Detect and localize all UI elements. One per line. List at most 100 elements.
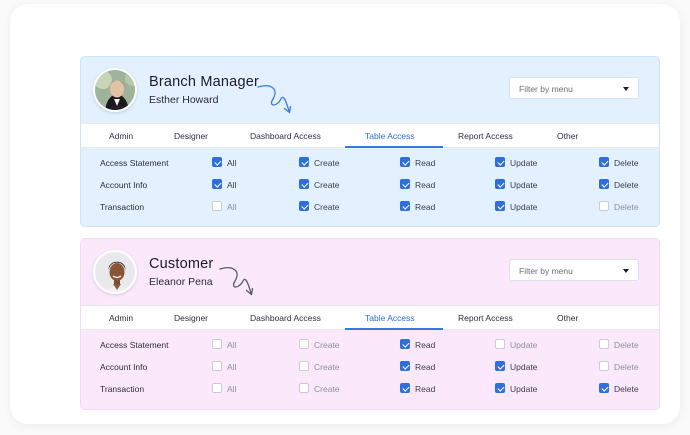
table-row: Account Info All Create Read Update Delete [81,175,659,197]
checkbox-checked-icon[interactable] [495,361,505,371]
checkbox-unchecked-icon[interactable] [212,201,222,211]
checkbox-checked-icon[interactable] [299,201,309,211]
tab-other[interactable]: Other [557,313,579,323]
checkbox-unchecked-icon[interactable] [212,361,222,371]
checkbox-unchecked-icon[interactable] [495,339,505,349]
checkbox-unchecked-icon[interactable] [212,339,222,349]
permission-label: Create [314,180,340,190]
permission-label: Update [510,158,538,168]
tab-designer[interactable]: Designer [174,131,209,141]
checkbox-unchecked-icon[interactable] [212,383,222,393]
role-card-customer: Customer Eleanor Pena Filter by menu Adm… [80,238,660,410]
permission-label: Delete [614,202,639,212]
tab-bar: Admin Designer Dashboard Access Table Ac… [81,123,659,148]
checkbox-checked-icon[interactable] [495,383,505,393]
permission-label: All [227,180,237,190]
checkbox-unchecked-icon[interactable] [599,339,609,349]
role-title: Customer [149,256,214,272]
checkbox-checked-icon[interactable] [495,201,505,211]
avatar [93,250,137,294]
permission-label: Update [510,180,538,190]
row-label: Access Statement [100,340,169,350]
person-avatar-icon [95,252,135,292]
checkbox-checked-icon[interactable] [495,157,505,167]
checkbox-checked-icon[interactable] [599,157,609,167]
filter-dropdown[interactable]: Filter by menu [509,259,639,281]
tab-dashboard-access[interactable]: Dashboard Access [250,313,321,323]
row-label: Account Info [100,362,148,372]
row-label: Account Info [100,180,148,190]
permission-label: All [227,362,237,372]
permission-label: Create [314,384,340,394]
filter-dropdown-label: Filter by menu [519,84,573,94]
permission-label: Delete [614,340,639,350]
active-tab-indicator [345,146,443,148]
tab-table-access[interactable]: Table Access [365,313,415,323]
panel: Branch Manager Esther Howard Filter by m… [10,4,680,424]
tab-table-access[interactable]: Table Access [365,131,415,141]
row-label: Transaction [100,384,145,394]
role-title: Branch Manager [149,74,259,90]
tab-other[interactable]: Other [557,131,579,141]
permission-label: Read [415,158,436,168]
tab-report-access[interactable]: Report Access [458,313,513,323]
permission-label: Delete [614,158,639,168]
permission-label: Read [415,202,436,212]
checkbox-checked-icon[interactable] [400,179,410,189]
tab-bar: Admin Designer Dashboard Access Table Ac… [81,305,659,330]
checkbox-checked-icon[interactable] [299,179,309,189]
permission-label: All [227,384,237,394]
filter-dropdown[interactable]: Filter by menu [509,77,639,99]
person-avatar-icon [95,70,135,110]
permission-label: Create [314,202,340,212]
table-row: Access Statement All Create Read Update Delet… [81,335,659,357]
permission-label: Delete [614,180,639,190]
checkbox-unchecked-icon[interactable] [599,201,609,211]
checkbox-checked-icon[interactable] [400,383,410,393]
tab-admin[interactable]: Admin [109,131,134,141]
table-row: Transaction All Create Read Update Delete [81,379,659,401]
checkbox-checked-icon[interactable] [400,157,410,167]
checkbox-unchecked-icon[interactable] [599,361,609,371]
permission-label: Read [415,180,436,190]
permission-label: All [227,340,237,350]
permission-label: Update [510,340,538,350]
permission-label: Create [314,362,340,372]
checkbox-checked-icon[interactable] [212,157,222,167]
permission-label: All [227,202,237,212]
permission-label: Update [510,362,538,372]
tab-dashboard-access[interactable]: Dashboard Access [250,131,321,141]
permission-label: Create [314,158,340,168]
curly-arrow-icon [219,267,254,296]
checkbox-checked-icon[interactable] [400,361,410,371]
checkbox-checked-icon[interactable] [495,179,505,189]
permission-label: Read [415,384,436,394]
checkbox-unchecked-icon[interactable] [299,383,309,393]
tab-admin[interactable]: Admin [109,313,134,323]
checkbox-checked-icon[interactable] [599,383,609,393]
checkbox-checked-icon[interactable] [599,179,609,189]
checkbox-checked-icon[interactable] [212,179,222,189]
checkbox-unchecked-icon[interactable] [299,339,309,349]
caret-down-icon [623,87,629,91]
person-name: Eleanor Pena [149,276,213,288]
permission-label: Update [510,384,538,394]
checkbox-checked-icon[interactable] [400,201,410,211]
checkbox-checked-icon[interactable] [299,157,309,167]
permission-label: Delete [614,362,639,372]
curly-arrow-icon [257,85,292,114]
row-label: Access Statement [100,158,169,168]
permission-label: Read [415,340,436,350]
permission-label: Create [314,340,340,350]
tab-designer[interactable]: Designer [174,313,209,323]
permission-label: Delete [614,384,639,394]
checkbox-checked-icon[interactable] [400,339,410,349]
person-name: Esther Howard [149,94,219,106]
checkbox-unchecked-icon[interactable] [299,361,309,371]
tab-report-access[interactable]: Report Access [458,131,513,141]
